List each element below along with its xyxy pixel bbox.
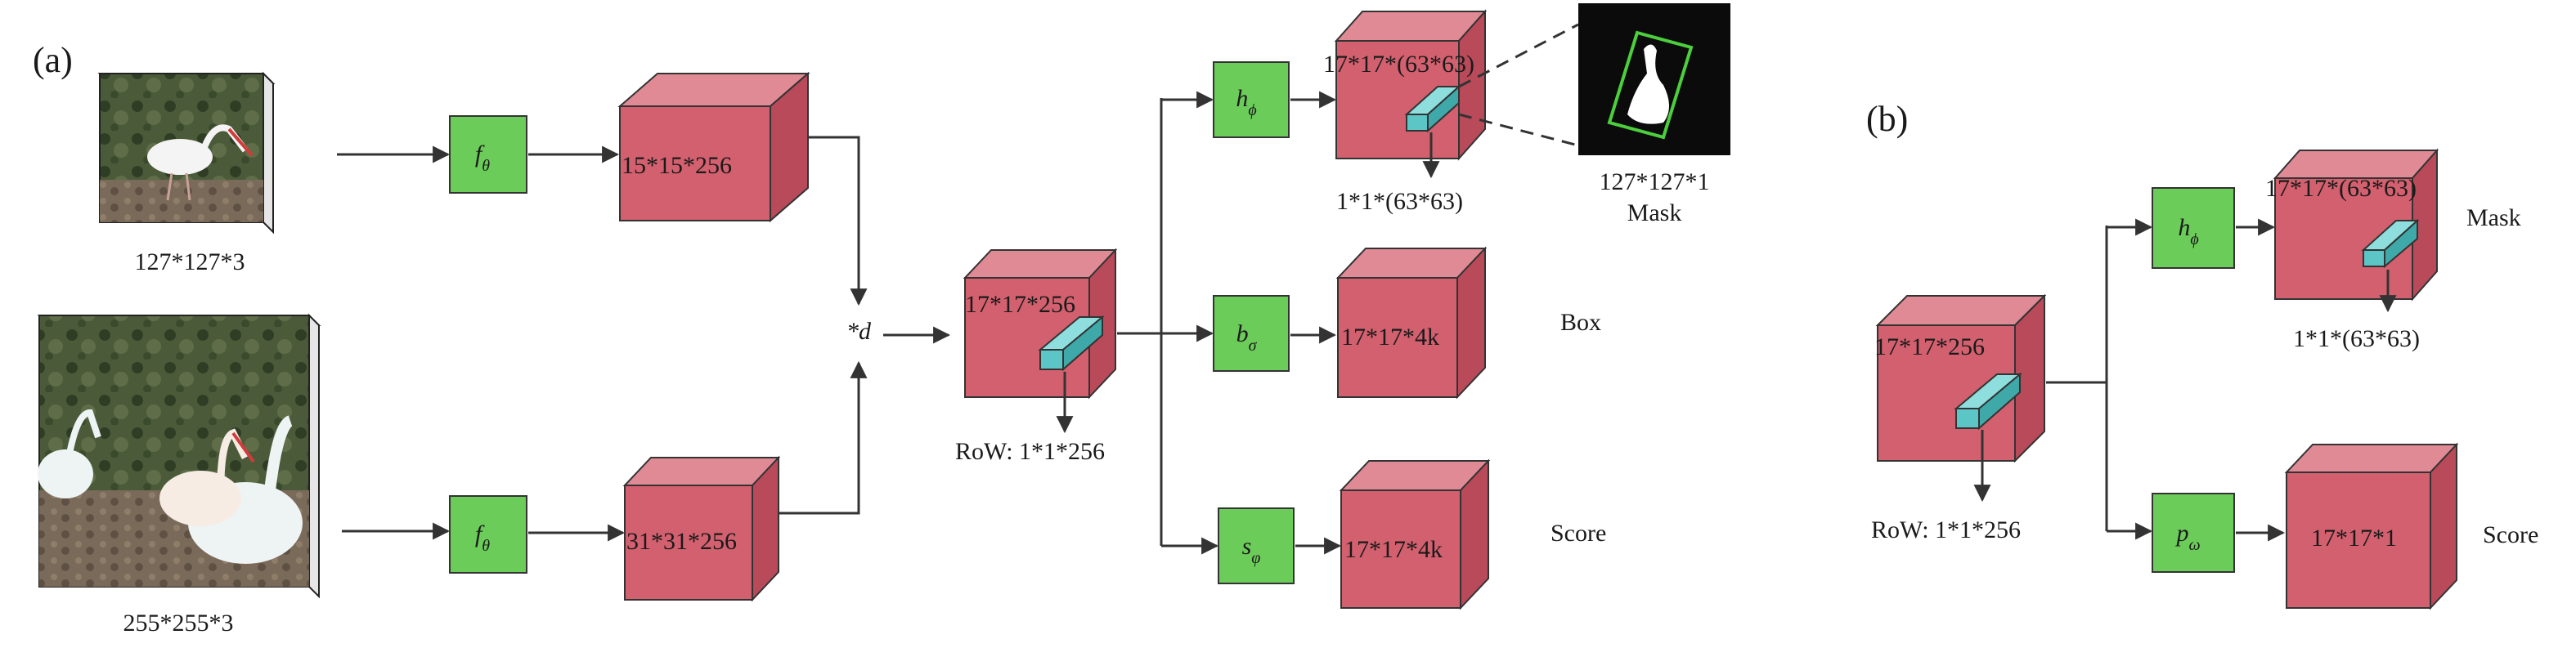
score-cube-b-label: 17*17*1 — [2311, 525, 2397, 552]
xcorr-label: *d — [846, 318, 872, 345]
row-bar-b — [1954, 372, 2022, 431]
feature-cube-bottom — [622, 455, 781, 602]
embed-fn-top: fθ — [449, 115, 527, 194]
row-bar — [1038, 315, 1105, 372]
svg-text:bσ: bσ — [1236, 320, 1258, 355]
mask-cube — [1334, 9, 1488, 161]
feature-top-label: 15*15*256 — [622, 152, 732, 179]
svg-text:hϕ: hϕ — [2178, 214, 2198, 248]
embed-fn-bottom: fθ — [449, 495, 527, 574]
mask-cube-b — [2273, 148, 2439, 302]
arrow — [808, 136, 868, 306]
score-label: Score — [1551, 520, 1606, 547]
mask-b-label: Mask — [2466, 204, 2521, 231]
score-cube-label: 17*17*4k — [1344, 536, 1443, 563]
box-cube-label: 17*17*4k — [1341, 324, 1439, 351]
mask-head-fn-b: hϕ — [2152, 187, 2235, 269]
row-b-label: RoW: 1*1*256 — [1871, 516, 2021, 543]
mask-cube-b-label: 17*17*(63*63) — [2265, 175, 2417, 202]
arrow — [779, 360, 868, 515]
mask-cube-label: 17*17*(63*63) — [1323, 51, 1474, 78]
response-label: 17*17*256 — [965, 291, 1075, 318]
box-label: Box — [1560, 309, 1601, 336]
mask-output-image — [1578, 3, 1730, 155]
feature-bottom-label: 31*31*256 — [626, 528, 737, 555]
panel-b-label: (b) — [1866, 99, 1908, 139]
box-cube — [1335, 246, 1488, 400]
panel-a-label: (a) — [33, 40, 73, 80]
search-image — [37, 313, 321, 599]
dashed-line — [1458, 23, 1579, 88]
mask-bar-b — [2361, 218, 2420, 269]
row-label: RoW: 1*1*256 — [955, 438, 1105, 465]
score-head-fn-b: pω — [2152, 493, 2235, 573]
search-size-label: 255*255*3 — [123, 610, 234, 637]
mask-vec-label: 1*1*(63*63) — [1336, 188, 1463, 215]
response-cube-b — [1875, 293, 2047, 463]
response-b-label: 17*17*256 — [1874, 333, 1985, 360]
exemplar-size-label: 127*127*3 — [135, 248, 245, 275]
box-head-fn: bσ — [1213, 295, 1290, 372]
exemplar-image — [97, 71, 276, 235]
svg-text:pω: pω — [2174, 520, 2200, 554]
score-head-fn: sφ — [1218, 507, 1295, 584]
mask-head-fn: hϕ — [1213, 61, 1290, 138]
mask-vec-b-label: 1*1*(63*63) — [2293, 325, 2420, 352]
score-cube — [1339, 458, 1491, 610]
score-b-label: Score — [2483, 521, 2538, 548]
mask-out-label: Mask — [1627, 199, 1682, 226]
svg-text:hϕ: hϕ — [1236, 85, 1256, 119]
svg-text:sφ: sφ — [1242, 533, 1261, 567]
feature-cube-top — [617, 71, 810, 223]
mask-out-size-label: 127*127*1 — [1600, 168, 1710, 195]
score-cube-b — [2284, 442, 2459, 610]
response-cube — [963, 248, 1118, 400]
